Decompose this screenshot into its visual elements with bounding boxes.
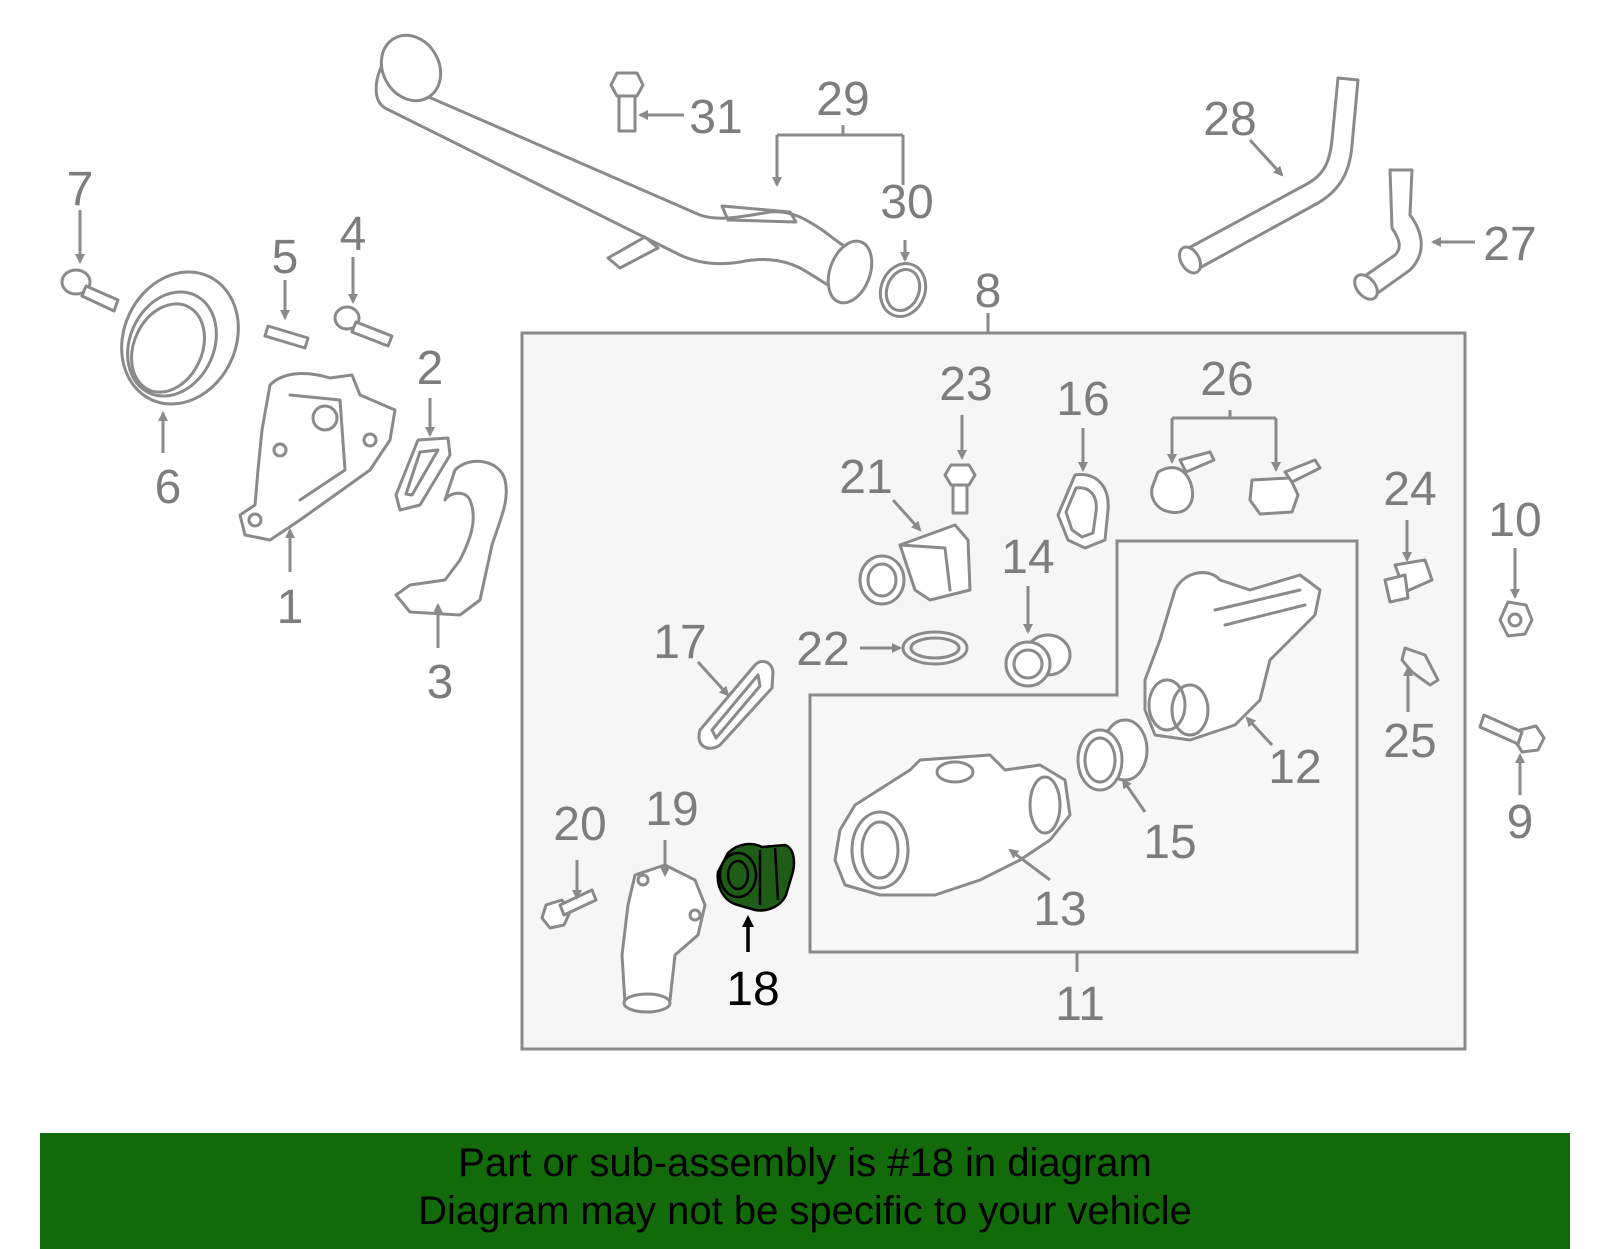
callout-6: 6	[155, 461, 182, 514]
part-23-bolt	[943, 463, 977, 515]
part-12-housing	[1143, 571, 1322, 742]
part-26-sensor-right	[1248, 458, 1322, 516]
callout-23: 23	[939, 358, 992, 411]
part-3-gasket	[394, 459, 508, 617]
part-20-bolt	[540, 888, 598, 930]
callout-1: 1	[277, 581, 304, 634]
part-1-water-pump	[238, 372, 397, 542]
part-17-gasket-inner	[710, 673, 762, 740]
part-6-pulley	[120, 270, 240, 406]
part-27-hose	[1360, 168, 1423, 297]
part-5-pin	[263, 324, 310, 350]
part-10-nut	[1498, 600, 1534, 638]
callout-31: 31	[689, 91, 742, 144]
part-22-o-ring	[901, 630, 969, 666]
callout-labels: 1 2 3 4 5 6 7 8 9 10 11 12 13 14 15 16 1…	[67, 73, 1542, 1031]
part-28-hose-end	[1178, 245, 1202, 275]
callout-29: 29	[816, 73, 869, 126]
callout-21: 21	[839, 451, 892, 504]
callout-25: 25	[1383, 715, 1436, 768]
callout-2: 2	[417, 342, 444, 395]
part-14-connector	[1004, 633, 1072, 688]
part-18-thermostat[interactable]	[716, 842, 796, 912]
banner-line-1: Part or sub-assembly is #18 in diagram	[458, 1141, 1152, 1185]
part-24-sensor	[1383, 558, 1434, 604]
callout-19: 19	[645, 783, 698, 836]
callout-4: 4	[340, 208, 367, 261]
banner-line-2: Diagram may not be specific to your vehi…	[418, 1189, 1192, 1233]
part-4-bolt	[333, 305, 394, 348]
callout-18[interactable]: 18	[726, 963, 779, 1016]
part-15-seal	[1076, 718, 1149, 792]
callout-20: 20	[553, 798, 606, 851]
callout-15: 15	[1143, 816, 1196, 869]
callout-16: 16	[1056, 373, 1109, 426]
callout-3: 3	[427, 656, 454, 709]
callout-13: 13	[1033, 883, 1086, 936]
part-30-o-ring-inner	[884, 268, 922, 312]
callout-17: 17	[653, 616, 706, 669]
callout-24: 24	[1383, 463, 1436, 516]
part-26-sensor-left	[1150, 450, 1216, 515]
callout-27: 27	[1483, 218, 1536, 271]
callout-28: 28	[1203, 93, 1256, 146]
part-22-o-ring-inner	[909, 636, 961, 660]
part-21-fitting	[858, 523, 972, 606]
callout-5: 5	[272, 231, 299, 284]
part-25-clip	[1400, 646, 1440, 687]
part-19-elbow	[620, 863, 707, 1014]
part-2-gasket-inner	[404, 448, 440, 497]
part-13-housing	[833, 753, 1072, 897]
callout-12: 12	[1268, 741, 1321, 794]
part-7-bolt	[60, 268, 120, 313]
callout-14: 14	[1001, 531, 1054, 584]
part-28-hose	[1183, 76, 1360, 272]
part-16-gasket-inner	[1064, 486, 1098, 539]
callout-7: 7	[67, 163, 94, 216]
part-30-o-ring	[878, 262, 928, 318]
callout-8: 8	[975, 265, 1002, 318]
callout-26: 26	[1200, 353, 1253, 406]
info-banner: Part or sub-assembly is #18 in diagram D…	[40, 1133, 1570, 1249]
part-29-water-pipe	[374, 33, 874, 305]
callout-22: 22	[796, 623, 849, 676]
callout-10: 10	[1488, 494, 1541, 547]
callout-9: 9	[1507, 796, 1534, 849]
callout-30: 30	[880, 176, 933, 229]
part-17-gasket	[697, 660, 775, 750]
part-31-bolt	[609, 71, 645, 133]
part-27-hose-end	[1353, 273, 1379, 301]
leader-lines	[75, 110, 1525, 972]
callout-11: 11	[1055, 978, 1105, 1031]
part-9-bolt	[1478, 713, 1546, 754]
